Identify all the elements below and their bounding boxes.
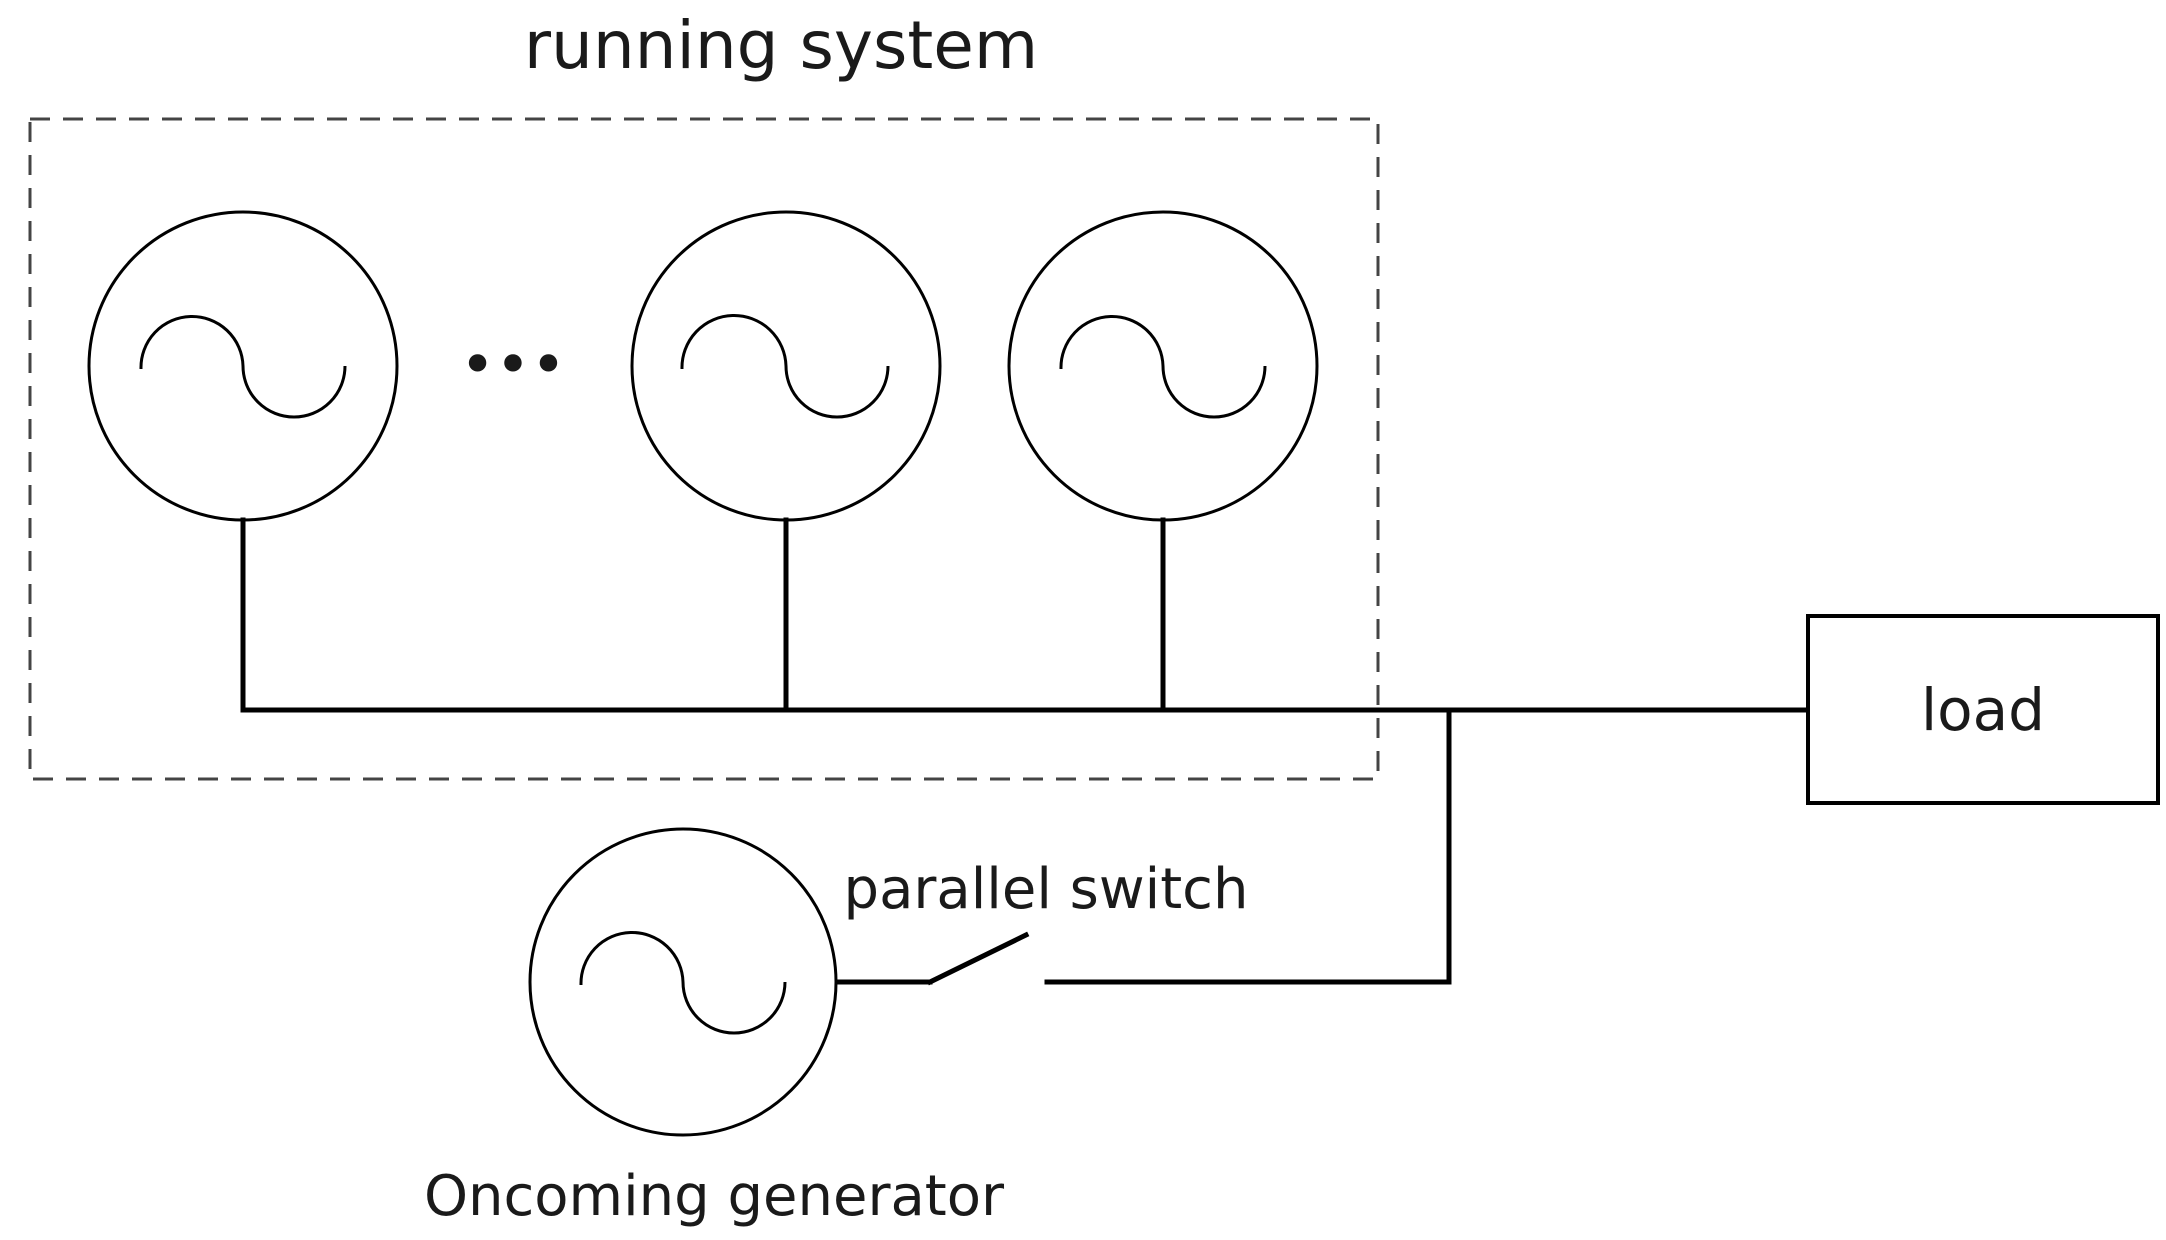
oncoming-generator-label: Oncoming generator <box>424 1164 1005 1229</box>
ac-source-icon <box>139 314 347 419</box>
running-system-title: running system <box>524 7 1038 84</box>
ac-source-icon <box>680 314 890 419</box>
oncoming-generator <box>528 827 838 1137</box>
switch-blade <box>926 931 1030 986</box>
ac-source-icon <box>579 930 787 1035</box>
load-block: load <box>1806 614 2160 805</box>
ac-source-icon <box>1059 314 1267 419</box>
generator-2 <box>630 210 942 522</box>
generator-1 <box>87 210 399 522</box>
running-system-boundary <box>28 117 1380 781</box>
generator-3 <box>1007 210 1319 522</box>
load-label: load <box>1921 676 2045 744</box>
generator-ellipsis: ••• <box>460 330 566 400</box>
parallel-switch-label: parallel switch <box>844 857 1249 922</box>
parallel-switch <box>833 931 1030 986</box>
load-box <box>1806 614 2160 805</box>
